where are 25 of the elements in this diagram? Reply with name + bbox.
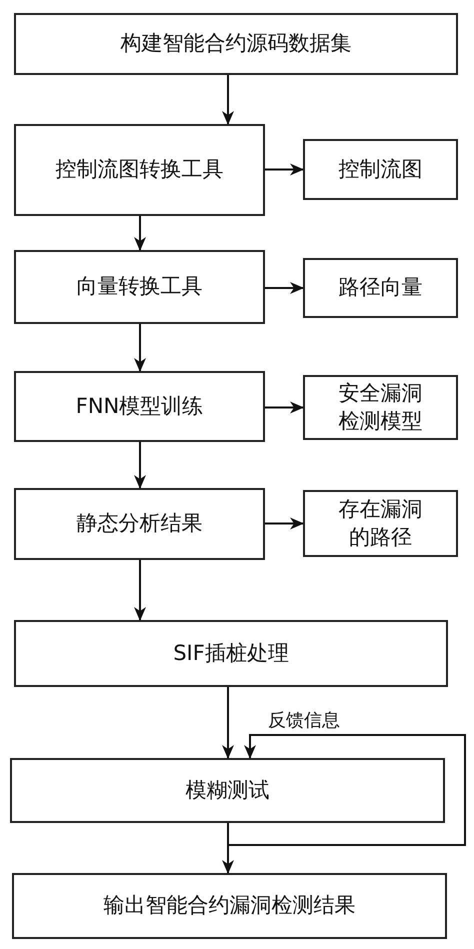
process-box: 存在漏洞的路径 [303, 490, 458, 557]
process-box: 构建智能合约源码数据集 [14, 13, 458, 75]
process-box: 安全漏洞检测模型 [303, 375, 458, 440]
process-box: 向量转换工具 [14, 250, 265, 324]
arrow [265, 164, 304, 176]
arrow [134, 442, 146, 489]
process-box: 控制流图 [303, 139, 458, 200]
process-box: 静态分析结果 [14, 488, 265, 560]
arrow [265, 518, 304, 530]
process-box: 路径向量 [303, 258, 458, 318]
arrow [222, 823, 234, 874]
arrow [265, 402, 304, 414]
arrow [227, 734, 466, 846]
process-box: 模糊测试 [10, 758, 445, 823]
arrow [134, 560, 146, 621]
arrow [222, 687, 234, 759]
process-box: SIF插桩处理 [14, 620, 448, 687]
arrow [134, 324, 146, 372]
arrow [134, 216, 146, 251]
arrow [222, 75, 234, 125]
process-box: 控制流图转换工具 [14, 124, 265, 216]
edge-label: 反馈信息 [266, 708, 342, 732]
arrow [265, 282, 304, 294]
process-box: 输出智能合约漏洞检测结果 [12, 873, 447, 939]
process-box: FNN模型训练 [14, 371, 265, 442]
